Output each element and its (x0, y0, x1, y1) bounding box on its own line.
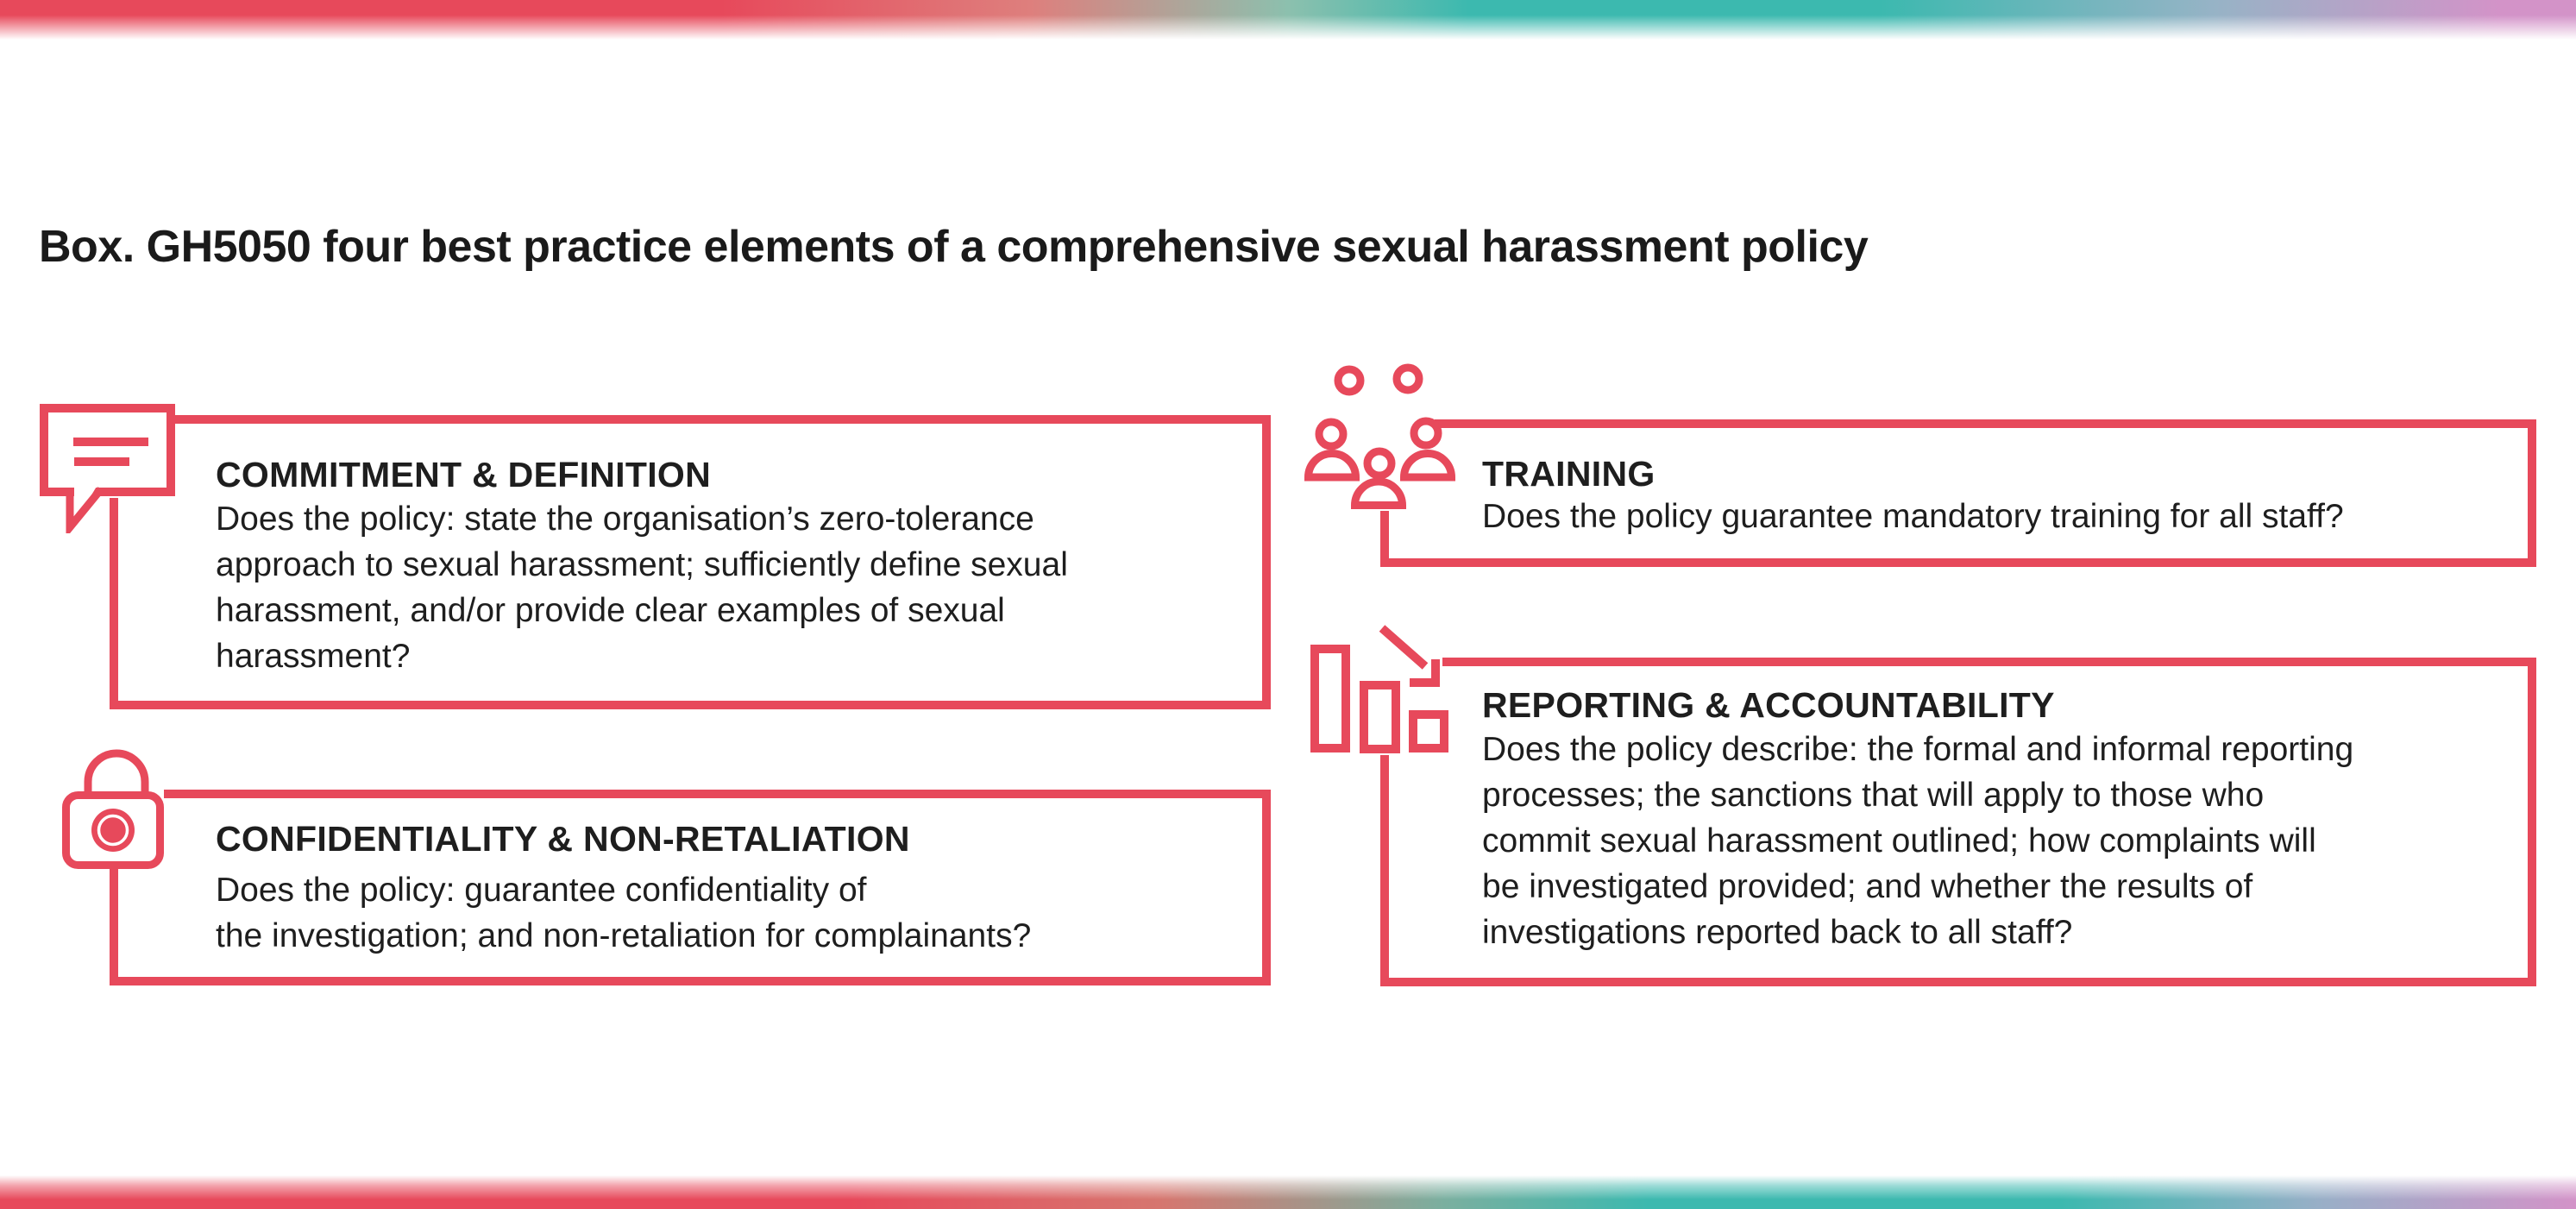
box-border-top (175, 415, 1271, 424)
box-border-left (110, 498, 118, 709)
top-gradient-bar (0, 0, 2576, 40)
box-heading: TRAINING (1482, 454, 1656, 494)
people-group-icon (1304, 363, 1456, 509)
box-border-bottom (1380, 978, 2536, 986)
box-border-right (1262, 415, 1271, 709)
box-border-right (2528, 658, 2536, 986)
speech-bubble-icon (40, 404, 175, 533)
box-border-left (110, 869, 118, 985)
bottom-gradient-bar (0, 1175, 2576, 1209)
box-border-top (164, 790, 1271, 798)
box-border-bottom (110, 701, 1271, 709)
box-body: Does the policy guarantee mandatory trai… (1482, 498, 2344, 535)
box-border-left (1380, 755, 1389, 986)
declining-bar-chart-icon (1310, 625, 1448, 753)
box-heading: COMMITMENT & DEFINITION (216, 455, 712, 494)
box-heading: CONFIDENTIALITY & NON-RETALIATION (216, 819, 910, 859)
box-heading: REPORTING & ACCOUNTABILITY (1482, 685, 2055, 725)
box-border-top (1442, 658, 2536, 666)
box-border-left (1380, 511, 1389, 567)
confidentiality-non-retaliation-box: CONFIDENTIALITY & NON-RETALIATION Does t… (110, 790, 1271, 985)
box-border-top (1435, 419, 2536, 428)
box-border-bottom (110, 977, 1271, 985)
training-box: TRAINING Does the policy guarantee manda… (1380, 419, 2536, 567)
box-body: Does the policy describe: the formal and… (1482, 731, 2354, 951)
commitment-definition-box: COMMITMENT & DEFINITION Does the policy:… (110, 415, 1271, 709)
padlock-icon (62, 749, 164, 869)
box-body: Does the policy: guarantee confidentiali… (216, 872, 1032, 954)
page-title: Box. GH5050 four best practice elements … (39, 222, 1869, 272)
reporting-accountability-box: REPORTING & ACCOUNTABILITY Does the poli… (1380, 658, 2536, 986)
box-body: Does the policy: state the organisation’… (216, 501, 1068, 675)
box-border-bottom (1380, 558, 2536, 567)
box-border-right (2528, 419, 2536, 567)
box-border-right (1262, 790, 1271, 985)
